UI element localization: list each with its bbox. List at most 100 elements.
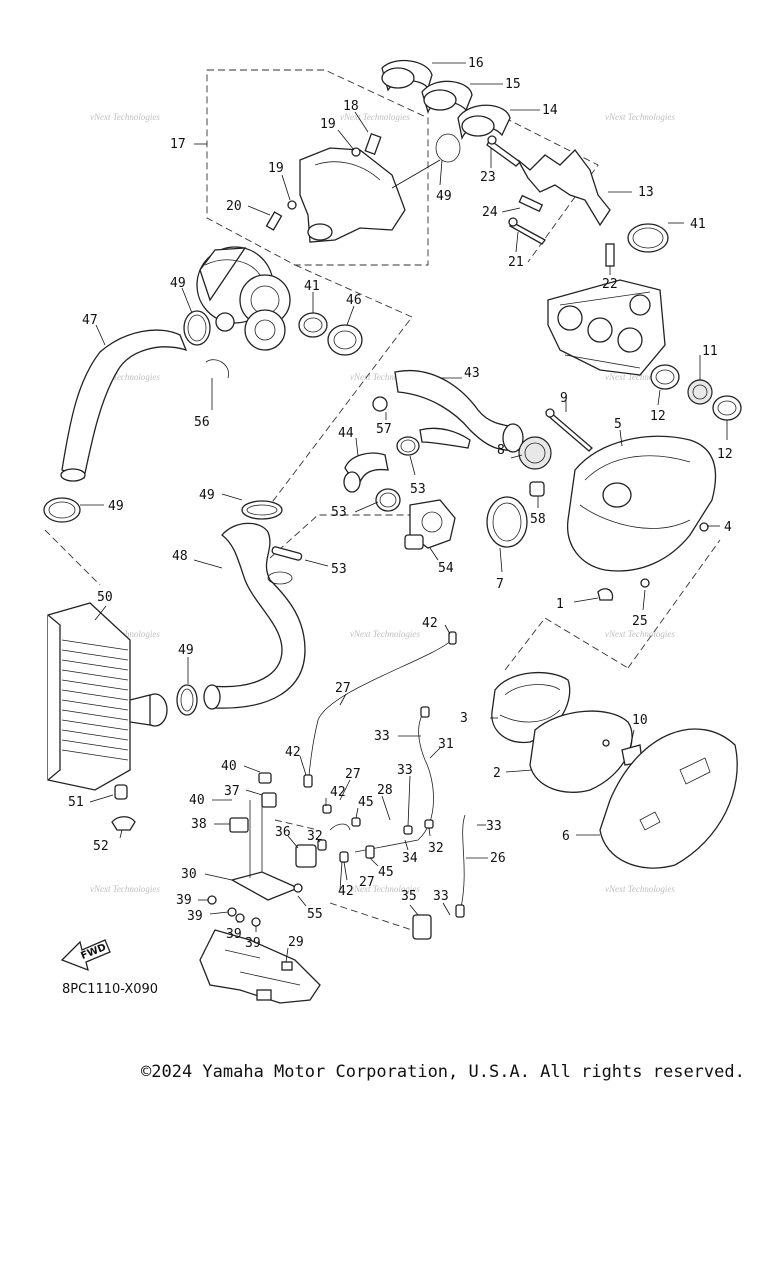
callout-42-right: 42 — [330, 785, 346, 800]
fwd-arrow-icon: FWD — [60, 939, 111, 972]
callout-30: 30 — [181, 867, 197, 882]
intake-duct-17 — [265, 132, 406, 243]
watermark-text: vNext Technologies — [90, 112, 160, 122]
callout-24: 24 — [482, 205, 498, 220]
callout-18: 18 — [343, 99, 359, 114]
callout-43: 43 — [464, 366, 480, 381]
callout-13: 13 — [638, 185, 654, 200]
callout-42-low: 42 — [338, 884, 354, 899]
callout-33-mid: 33 — [397, 763, 413, 778]
throttle-bodies — [547, 279, 666, 376]
callout-55: 55 — [307, 907, 323, 922]
callout-34: 34 — [402, 851, 418, 866]
callout-49-top: 49 — [436, 189, 452, 204]
callout-38: 38 — [191, 817, 207, 832]
watermark-text: vNext Technologies — [350, 629, 420, 639]
callout-57: 57 — [376, 422, 392, 437]
watermark-text: vNext Technologies — [90, 884, 160, 894]
callout-50: 50 — [97, 590, 113, 605]
callout-31: 31 — [438, 737, 454, 752]
callout-29: 29 — [288, 935, 304, 950]
callout-53-mid: 53 — [331, 505, 347, 520]
watermark-text: vNext Technologies — [90, 372, 160, 382]
callout-23: 23 — [480, 170, 496, 185]
callout-49-left: 49 — [108, 499, 124, 514]
hose-44 — [343, 452, 389, 493]
callout-7: 7 — [496, 577, 504, 592]
vacuum-hoses — [303, 631, 466, 918]
intercooler-50 — [47, 602, 168, 831]
turbo-clamps — [183, 310, 363, 379]
callout-40-upper: 40 — [221, 759, 237, 774]
air-filter — [491, 671, 738, 869]
callout-32-right: 32 — [428, 841, 444, 856]
watermark-text: vNext Technologies — [605, 112, 675, 122]
callout-41-turbo: 41 — [304, 279, 320, 294]
callout-49-mid: 49 — [199, 488, 215, 503]
callout-3: 3 — [460, 711, 468, 726]
callout-8: 8 — [497, 443, 505, 458]
callout-27-top: 27 — [335, 681, 351, 696]
callout-2: 2 — [493, 766, 501, 781]
watermark-text: vNext Technologies — [605, 629, 675, 639]
callout-48: 48 — [172, 549, 188, 564]
bracket-13 — [486, 135, 669, 267]
callout-45-lower: 45 — [378, 865, 394, 880]
callout-27-mid: 27 — [345, 767, 361, 782]
callout-9: 9 — [560, 391, 568, 406]
air-box-5 — [545, 408, 717, 601]
callout-12-right: 12 — [717, 447, 733, 462]
callout-4: 4 — [724, 520, 732, 535]
callout-11: 11 — [702, 344, 718, 359]
callout-10: 10 — [632, 713, 648, 728]
callout-37: 37 — [224, 784, 240, 799]
watermark-text: vNext Technologies — [605, 372, 675, 382]
callout-19-lower: 19 — [268, 161, 284, 176]
watermark-text: vNext Technologies — [350, 884, 420, 894]
callout-27-low: 27 — [359, 875, 375, 890]
sensors-solenoids — [229, 772, 432, 940]
clamps-53 — [375, 436, 420, 512]
callout-53-upper: 53 — [410, 482, 426, 497]
callout-39-d: 39 — [245, 936, 261, 951]
callout-15: 15 — [505, 77, 521, 92]
callout-5: 5 — [614, 417, 622, 432]
watermark-text: vNext Technologies — [605, 884, 675, 894]
callout-58: 58 — [530, 512, 546, 527]
callout-54: 54 — [438, 561, 454, 576]
callout-49-turbo: 49 — [170, 276, 186, 291]
callout-42-top: 42 — [422, 616, 438, 631]
callout-33-top: 33 — [374, 729, 390, 744]
callout-6: 6 — [562, 829, 570, 844]
valve-54 — [404, 499, 456, 550]
frame-29 — [199, 929, 321, 1004]
copyright-text: ©2024 Yamaha Motor Corporation, U.S.A. A… — [141, 1062, 745, 1082]
hose-47 — [60, 329, 188, 482]
callout-56: 56 — [194, 415, 210, 430]
callout-42-mid: 42 — [285, 745, 301, 760]
callout-41-right: 41 — [690, 217, 706, 232]
hose-43 — [372, 370, 524, 453]
callout-14: 14 — [542, 103, 558, 118]
hose-48 — [203, 522, 306, 710]
clamp-49-center — [241, 500, 283, 520]
clamp-49-left — [43, 497, 81, 523]
callout-12-left: 12 — [650, 409, 666, 424]
callout-44: 44 — [338, 426, 354, 441]
callout-39-b: 39 — [187, 909, 203, 924]
clamp-49-intercooler — [176, 684, 198, 716]
callout-35: 35 — [401, 889, 417, 904]
callout-19-upper: 19 — [320, 117, 336, 132]
callout-36: 36 — [275, 825, 291, 840]
diagram-code: 8PC1110-X090 — [62, 982, 158, 997]
callout-20: 20 — [226, 199, 242, 214]
watermark-text: vNext Technologies — [350, 372, 420, 382]
watermark-text: vNext Technologies — [340, 112, 410, 122]
callout-49-intercooler: 49 — [178, 643, 194, 658]
callout-51: 51 — [68, 795, 84, 810]
watermarks: vNext Technologies vNext Technologies vN… — [90, 112, 675, 894]
callout-52: 52 — [93, 839, 109, 854]
callout-45-upper: 45 — [358, 795, 374, 810]
callouts: 16 15 14 18 19 17 19 20 49 13 23 24 21 4… — [68, 56, 733, 963]
callout-39-c: 39 — [226, 927, 242, 942]
